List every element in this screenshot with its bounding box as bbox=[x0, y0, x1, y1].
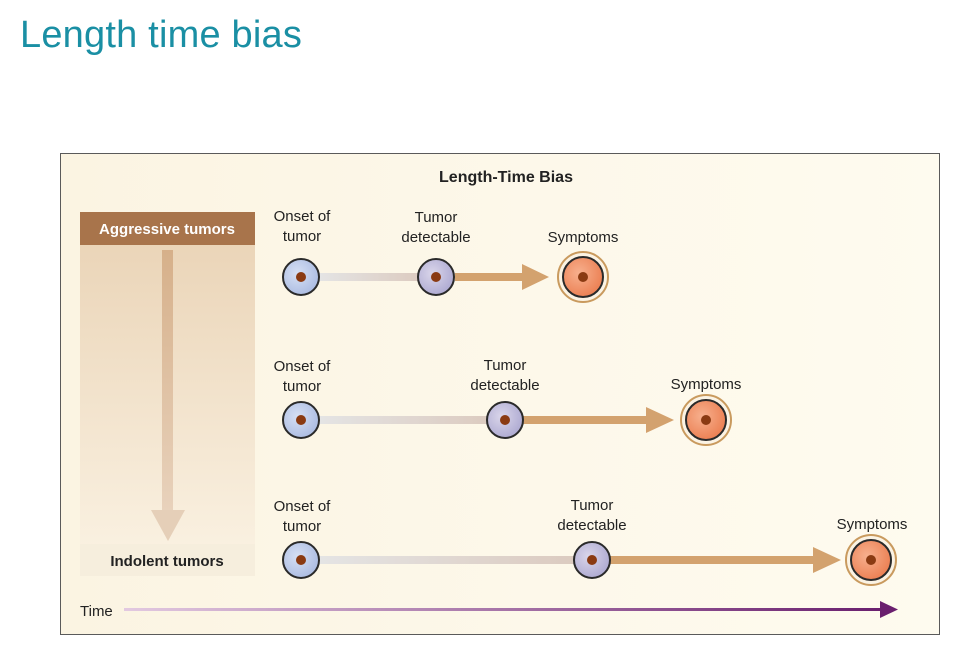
time-axis-line bbox=[124, 608, 882, 611]
time-arrow-head bbox=[880, 601, 898, 618]
preclinical-bar bbox=[320, 556, 574, 564]
onset-label-line1: Onset of bbox=[274, 358, 332, 375]
indolent-tumors-label: Indolent tumors bbox=[110, 553, 223, 570]
detectable-bar bbox=[455, 273, 525, 281]
onset-label-line2: tumor bbox=[283, 518, 321, 535]
onset-label-line1: Onset of bbox=[274, 498, 332, 515]
detectable-label-line1: Tumor bbox=[415, 209, 458, 226]
nucleus bbox=[500, 415, 510, 425]
aggressive-tumors-box bbox=[80, 212, 255, 245]
down-arrow-shaft bbox=[162, 250, 173, 512]
detectable-label-line2: detectable bbox=[557, 517, 626, 534]
symptoms-label: Symptoms bbox=[548, 229, 619, 246]
detectable-label-line1: Tumor bbox=[484, 357, 527, 374]
nucleus bbox=[296, 555, 306, 565]
symptoms-label: Symptoms bbox=[671, 376, 742, 393]
nucleus bbox=[296, 272, 306, 282]
detectable-bar bbox=[610, 556, 816, 564]
nucleus bbox=[431, 272, 441, 282]
nucleus bbox=[296, 415, 306, 425]
timeline-row-aggressive: Onset of tumor Tumor detectable Symptoms bbox=[274, 208, 619, 303]
nucleus bbox=[701, 415, 711, 425]
onset-label-line2: tumor bbox=[283, 228, 321, 245]
timeline-row-intermediate: Onset of tumor Tumor detectable Symptoms bbox=[274, 357, 742, 446]
diagram-title: Length-Time Bias bbox=[439, 169, 573, 186]
onset-label-line2: tumor bbox=[283, 378, 321, 395]
nucleus bbox=[587, 555, 597, 565]
preclinical-bar bbox=[320, 273, 420, 281]
detectable-label-line1: Tumor bbox=[571, 497, 614, 514]
aggressive-tumors-label: Aggressive tumors bbox=[99, 221, 235, 238]
nucleus bbox=[866, 555, 876, 565]
progress-arrow-head bbox=[522, 264, 549, 290]
time-label: Time bbox=[80, 603, 113, 620]
indolent-tumors-box bbox=[80, 544, 255, 576]
progress-arrow-head bbox=[813, 547, 841, 573]
onset-label-line1: Onset of bbox=[274, 208, 332, 225]
symptoms-label: Symptoms bbox=[837, 516, 908, 533]
detectable-label-line2: detectable bbox=[401, 229, 470, 246]
slide-title: Length time bias bbox=[20, 14, 303, 56]
detectable-bar bbox=[523, 416, 649, 424]
detectable-label-line2: detectable bbox=[470, 377, 539, 394]
nucleus bbox=[578, 272, 588, 282]
progress-arrow-head bbox=[646, 407, 674, 433]
timeline-row-indolent: Onset of tumor Tumor detectable Symptoms bbox=[274, 497, 908, 586]
preclinical-bar bbox=[320, 416, 488, 424]
down-arrow-head bbox=[151, 510, 185, 541]
